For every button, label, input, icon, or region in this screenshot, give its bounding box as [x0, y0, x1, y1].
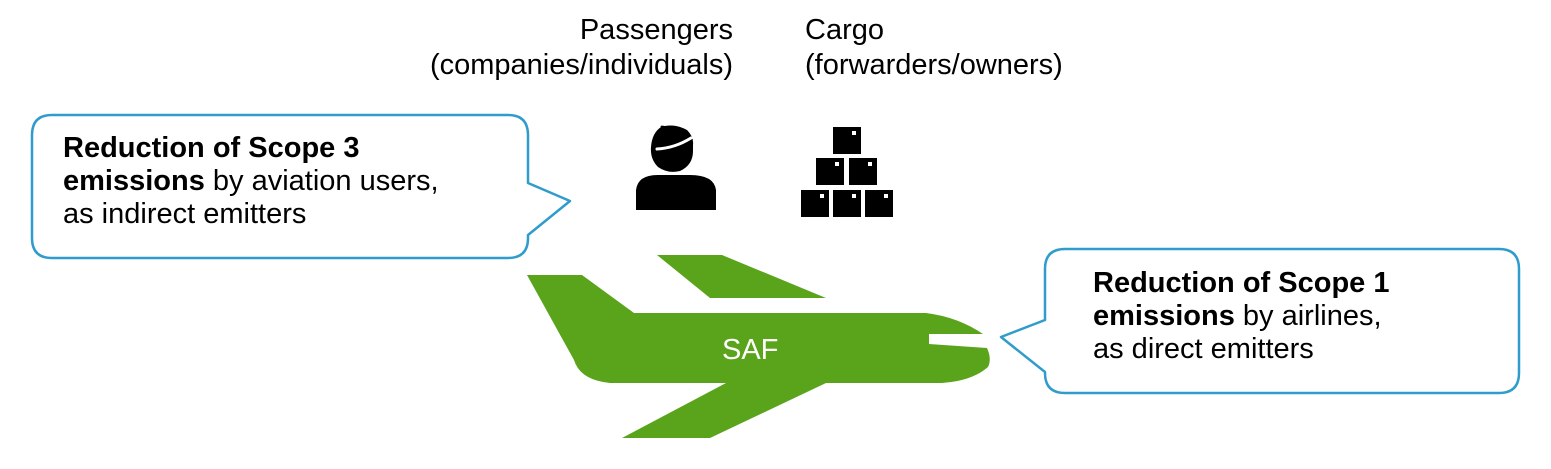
cargo-subtitle: (forwarders/owners) [805, 49, 1063, 81]
scope3-emitter-type: as indirect emitters [63, 198, 307, 230]
scope1-emissions: emissions [1093, 300, 1235, 332]
scope3-callout-bubble [30, 113, 572, 260]
scope1-heading: Reduction of Scope 1 [1093, 267, 1390, 299]
passengers-subtitle: (companies/individuals) [429, 49, 733, 81]
scope1-callout-bubble [999, 247, 1521, 395]
airplane-tail [622, 383, 826, 438]
scope3-description: by aviation users, [204, 165, 439, 197]
airplane-icon [527, 255, 990, 438]
passengers-label: Passengers (companies/individuals) [430, 13, 733, 83]
scope3-heading: Reduction of Scope 3 [63, 132, 360, 164]
cargo-title: Cargo [805, 14, 884, 46]
scope1-description: by airlines, [1234, 300, 1382, 332]
scope3-emissions: emissions [63, 165, 205, 197]
boxes-icon [801, 127, 893, 217]
scope1-callout-text: Reduction of Scope 1 emissions by airlin… [1093, 267, 1389, 366]
person-icon [636, 125, 716, 210]
airplane-fuselage [574, 313, 990, 383]
scope1-emitter-type: as direct emitters [1093, 333, 1314, 365]
passengers-title: Passengers [579, 14, 733, 46]
saf-label: SAF [722, 334, 779, 366]
scope3-callout-text: Reduction of Scope 3 emissions by aviati… [63, 132, 439, 231]
airplane-back-wing [657, 255, 826, 298]
cargo-label: Cargo (forwarders/owners) [805, 13, 1063, 83]
